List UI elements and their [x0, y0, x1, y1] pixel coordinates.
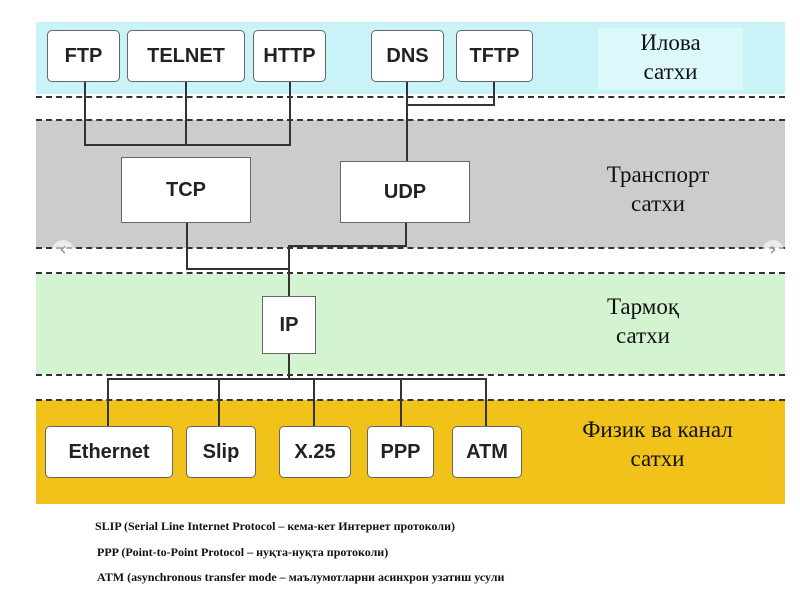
physical-layer-label: Физик ва канал сатхи	[560, 415, 755, 473]
protocol-box-udp: UDP	[340, 161, 470, 223]
layer-separator	[36, 247, 785, 249]
transport-layer-label: Транспорт сатхи	[568, 160, 748, 218]
layer-separator	[36, 272, 785, 274]
network-layer-label-line2: сатхи	[616, 323, 670, 348]
transport-layer-label-line1: Транспорт	[606, 162, 710, 187]
layer-separator	[36, 96, 785, 98]
layer-separator	[36, 399, 785, 401]
protocol-box-tftp: TFTP	[456, 30, 533, 82]
protocol-box-ftp: FTP	[47, 30, 120, 82]
application-layer-label: Илова сатхи	[598, 28, 743, 90]
chevron-left-icon[interactable]: ‹	[52, 240, 74, 262]
physical-layer-label-line2: сатхи	[630, 446, 685, 471]
footnote-slip: SLIP (Serial Line Internet Protocol – ке…	[95, 519, 455, 533]
layer-separator	[36, 119, 785, 121]
chevron-right-icon[interactable]: ›	[762, 240, 784, 262]
layer-separator	[36, 374, 785, 376]
network-layer-label: Тармоқ сатхи	[568, 292, 718, 350]
protocol-box-atm: ATM	[452, 426, 522, 478]
protocol-box-ppp: PPP	[367, 426, 434, 478]
physical-layer-label-line1: Физик ва канал	[582, 417, 733, 442]
protocol-box-slip: Slip	[186, 426, 256, 478]
protocol-box-ip: IP	[262, 296, 316, 354]
footnote-atm: ATM (asynchronous transfer mode – маълум…	[97, 570, 505, 584]
network-layer-band	[36, 274, 785, 374]
application-layer-label-line1: Илова	[640, 30, 701, 55]
footnote-ppp: PPP (Point-to-Point Protocol – нуқта-нуқ…	[97, 545, 389, 559]
protocol-box-telnet: TELNET	[127, 30, 245, 82]
protocol-box-ethernet: Ethernet	[45, 426, 173, 478]
application-layer-label-line2: сатхи	[643, 59, 698, 84]
protocol-box-tcp: TCP	[121, 157, 251, 223]
protocol-box-x25: X.25	[279, 426, 351, 478]
transport-layer-label-line2: сатхи	[631, 191, 685, 216]
protocol-box-http: HTTP	[253, 30, 326, 82]
protocol-box-dns: DNS	[371, 30, 444, 82]
network-layer-label-line1: Тармоқ	[606, 294, 680, 319]
